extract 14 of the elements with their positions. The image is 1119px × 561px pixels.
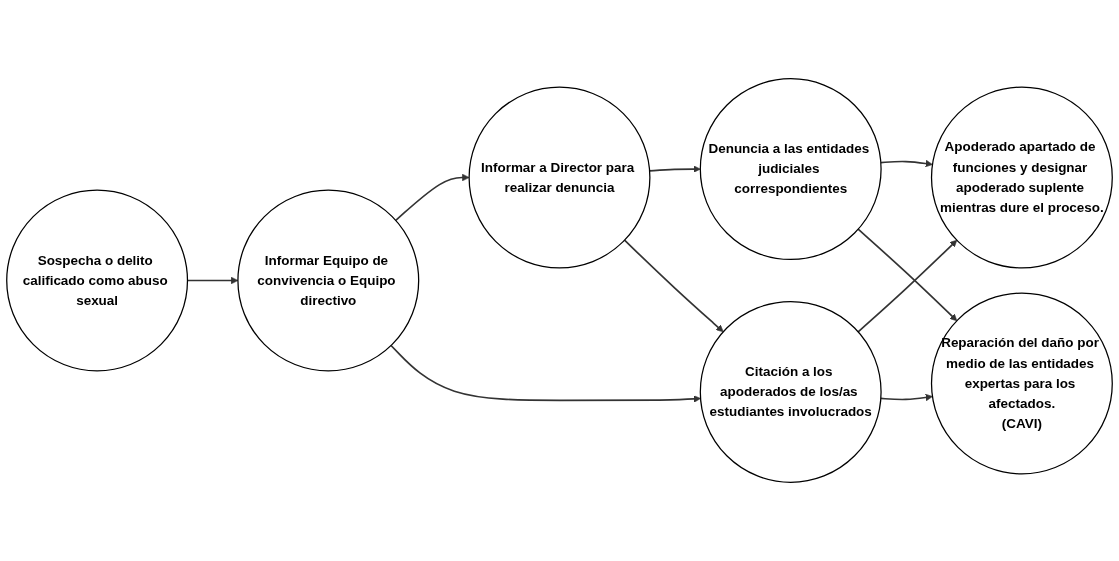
arrow xyxy=(623,239,724,333)
node-circle: Informar a Director para realizar denuncia xyxy=(468,86,651,269)
node-circle: Denuncia a las entidades judiciales correspondientes xyxy=(699,78,882,261)
node-circle: Citación a los apoderados de los/as estudiantes involucrados xyxy=(699,300,882,483)
arrow xyxy=(880,159,933,168)
node-circle: Sospecha o delito calificado como abuso sexual xyxy=(6,189,189,372)
arrow xyxy=(880,393,933,402)
node-circle: Informar Equipo de convivencia o Equipo directivo xyxy=(237,189,420,372)
arrow xyxy=(857,228,958,322)
node-circle: Reparación del daño por medio de las entidades expertas para los afectados. (CAVI) xyxy=(930,292,1113,475)
arrow xyxy=(394,173,470,222)
arrow xyxy=(390,344,701,403)
arrow xyxy=(857,239,958,333)
node-circle: Apoderado apartado de funciones y designar apoderado suplente mientras dure el proceso. xyxy=(930,86,1113,269)
